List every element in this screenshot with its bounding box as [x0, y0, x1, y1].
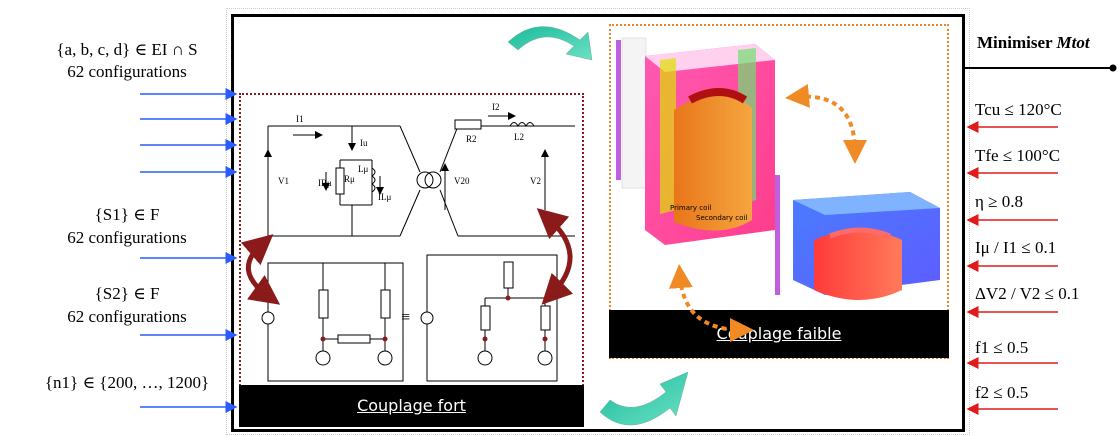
- svg-text:Lμ: Lμ: [358, 164, 368, 174]
- input-arrows: [140, 88, 238, 413]
- thermal-network-right: [420, 254, 558, 382]
- coupling-arrow-left: [240, 234, 281, 305]
- constraint-4: Iμ / I1 ≤ 0.1: [975, 238, 1057, 257]
- objective-line: [965, 64, 1117, 72]
- constraint-1: Tcu ≤ 120°C: [975, 100, 1062, 119]
- input-set1-line2: 62 configurations: [67, 62, 187, 81]
- svg-text:ILμ: ILμ: [378, 192, 391, 202]
- svg-text:Secondary coil: Secondary coil: [696, 214, 747, 222]
- svg-text:I1: I1: [296, 114, 304, 124]
- svg-text:Rμ: Rμ: [344, 174, 355, 184]
- objective-label: Minimiser Mtot: [977, 33, 1090, 52]
- constraint-5: ΔV2 / V2 ≤ 0.1: [975, 284, 1080, 303]
- electrical-circuit: [264, 112, 575, 237]
- input-set2-line2: 62 configurations: [67, 228, 187, 247]
- fem-coupling-arrow-top: [785, 84, 867, 164]
- couplage-fort-label: Couplage fort: [239, 385, 584, 427]
- main-frame: [231, 14, 965, 432]
- circuit-labels: I1 Iu Rμ Lμ IRμ ILμ V1 V20 V2 R2 L2 I2: [278, 102, 541, 202]
- constraint-7: f2 ≤ 0.5: [975, 383, 1029, 402]
- objective-symbol: Mtot: [1056, 33, 1090, 52]
- svg-text:Primary coil: Primary coil: [670, 204, 711, 212]
- svg-text:IRμ: IRμ: [318, 178, 332, 188]
- couplage-fort-panel: [239, 93, 584, 425]
- input-set1-line1: {a, b, c, d} ∈ EI ∩ S: [56, 40, 198, 59]
- fem-model-bottom: [775, 175, 940, 300]
- teal-curved-arrow-top: [507, 26, 593, 61]
- input-set3-line2: 62 configurations: [67, 307, 187, 326]
- fem-coupling-arrow-bottom: [668, 264, 754, 342]
- constraint-2: Tfe ≤ 100°C: [975, 146, 1061, 165]
- thermal-nodes-left: [320, 336, 388, 342]
- svg-text:V1: V1: [278, 176, 289, 186]
- constraint-arrows: [966, 121, 1058, 415]
- constraint-6: f1 ≤ 0.5: [975, 338, 1029, 357]
- svg-text:I2: I2: [492, 102, 500, 112]
- svg-text:R2: R2: [466, 134, 477, 144]
- svg-text:L2: L2: [514, 132, 524, 142]
- input-set2-line1: {S1} ∈ F: [94, 205, 160, 224]
- equivalence-symbol: ≡: [401, 309, 410, 326]
- svg-text:Iu: Iu: [360, 138, 368, 148]
- svg-text:V2: V2: [530, 176, 541, 186]
- thermal-nodes-right: [482, 295, 548, 342]
- constraint-3: η ≥ 0.8: [975, 192, 1023, 211]
- input-set3-line1: {S2} ∈ F: [94, 284, 160, 303]
- teal-curved-arrow-bottom: [599, 371, 689, 426]
- coupling-arrow-right: [536, 208, 574, 305]
- thermal-network-left: [261, 262, 404, 382]
- svg-text:V20: V20: [454, 176, 470, 186]
- input-set4-line1: {n1} ∈ {200, …, 1200}: [44, 373, 210, 392]
- fem-model-top: Primary coil Secondary coil: [616, 37, 775, 245]
